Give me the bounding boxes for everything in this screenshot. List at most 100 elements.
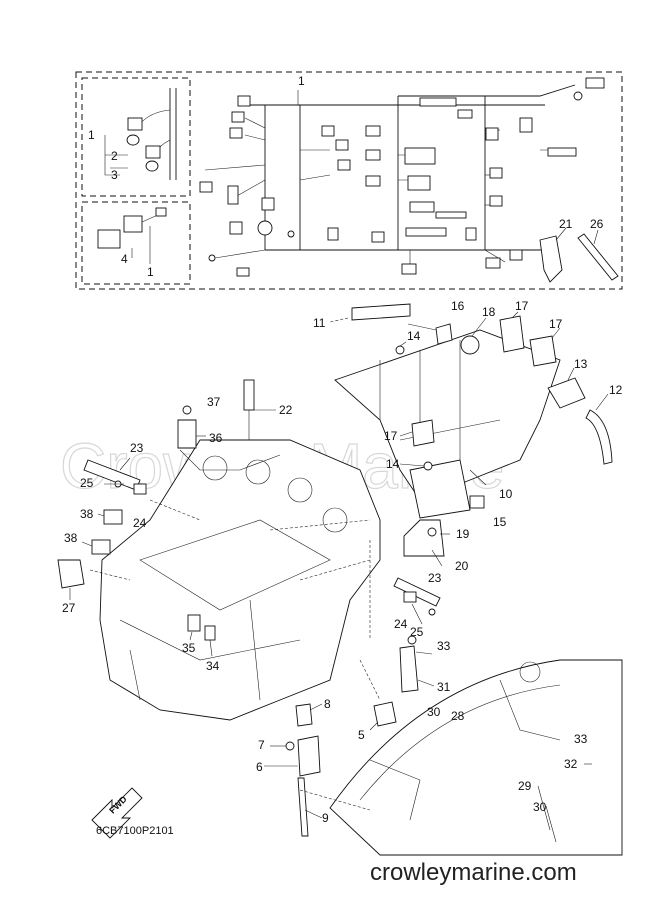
callout-34: 34 bbox=[206, 659, 220, 673]
multi-pin-connector bbox=[409, 201, 435, 213]
connector-4a bbox=[97, 229, 121, 249]
bracket-6 bbox=[297, 735, 321, 777]
arrow-shape bbox=[91, 787, 143, 839]
callout-37: 37 bbox=[207, 395, 221, 409]
bolt-33a bbox=[407, 635, 417, 645]
block-detail-3 bbox=[129, 649, 141, 701]
leader bbox=[555, 227, 567, 241]
callout-14: 14 bbox=[386, 457, 400, 471]
callout-30: 30 bbox=[533, 800, 547, 814]
connector bbox=[365, 125, 381, 137]
multi-pin-connector bbox=[405, 227, 447, 237]
leader bbox=[359, 659, 381, 701]
cowling-port bbox=[519, 661, 541, 683]
leader bbox=[567, 367, 575, 381]
bottom-cowling bbox=[329, 659, 623, 856]
clip-16 bbox=[435, 323, 453, 345]
cylinder-port bbox=[287, 477, 313, 503]
sensor-23b bbox=[393, 577, 441, 607]
bolt-14a bbox=[395, 345, 405, 355]
terminal bbox=[287, 230, 295, 238]
connector bbox=[585, 77, 605, 89]
connector bbox=[237, 95, 251, 107]
callout-17: 17 bbox=[384, 429, 398, 443]
callout-11: 11 bbox=[313, 316, 326, 330]
harness-inset bbox=[75, 71, 623, 290]
harness-clip-21 bbox=[539, 235, 563, 283]
callout-5: 5 bbox=[358, 728, 365, 742]
callout-8: 8 bbox=[324, 697, 331, 711]
callout-23: 23 bbox=[130, 441, 144, 455]
callout-21: 21 bbox=[559, 217, 573, 231]
leader bbox=[299, 789, 371, 811]
callout-28: 28 bbox=[451, 709, 465, 723]
connector bbox=[236, 267, 250, 277]
terminal bbox=[208, 254, 216, 262]
leader bbox=[81, 541, 93, 547]
sensor-body-2 bbox=[145, 160, 159, 172]
bracket-assembly bbox=[334, 329, 561, 557]
connector bbox=[229, 127, 243, 139]
callout-26: 26 bbox=[590, 217, 604, 231]
callout-38: 38 bbox=[80, 507, 94, 521]
leader bbox=[269, 519, 371, 531]
sensor-34 bbox=[204, 625, 216, 641]
multi-pin-connector bbox=[404, 147, 436, 165]
clamp-17a bbox=[499, 315, 525, 353]
clip-24b bbox=[403, 591, 417, 603]
leader bbox=[593, 229, 599, 245]
branch-7 bbox=[299, 174, 331, 181]
diagram-code: 6CB7100P2101 bbox=[96, 825, 174, 837]
callout-14: 14 bbox=[407, 329, 421, 343]
callout-24: 24 bbox=[133, 516, 147, 530]
tube-11 bbox=[351, 303, 411, 321]
sub-harness-connector bbox=[97, 207, 167, 249]
callout-24: 24 bbox=[394, 617, 408, 631]
callout-1: 1 bbox=[147, 265, 154, 279]
inset-subframe-top bbox=[81, 77, 191, 197]
block-detail-4 bbox=[249, 599, 261, 701]
bracket-38a bbox=[103, 509, 123, 525]
callout-2: 2 bbox=[111, 149, 118, 163]
connector bbox=[401, 263, 417, 275]
tie-strap bbox=[577, 233, 619, 281]
callout-16: 16 bbox=[451, 299, 465, 313]
connector bbox=[365, 149, 381, 161]
connector bbox=[465, 227, 477, 241]
leader bbox=[189, 631, 193, 641]
connector bbox=[261, 197, 275, 211]
callout-27: 27 bbox=[62, 601, 76, 615]
leader-lines bbox=[69, 311, 609, 843]
sensor-body bbox=[126, 134, 140, 146]
callout-10: 10 bbox=[499, 487, 513, 501]
callout-25: 25 bbox=[80, 476, 94, 490]
bracket-36 bbox=[177, 419, 197, 449]
connector bbox=[457, 109, 473, 119]
callout-31: 31 bbox=[437, 680, 451, 694]
leader bbox=[415, 651, 433, 655]
callout-9: 9 bbox=[322, 811, 329, 825]
callout-22: 22 bbox=[279, 403, 293, 417]
bolt-37 bbox=[182, 405, 192, 415]
connector bbox=[485, 257, 501, 269]
leader bbox=[551, 327, 561, 339]
branch-3 bbox=[204, 164, 266, 171]
leader bbox=[595, 393, 609, 411]
harness-connectors bbox=[199, 77, 605, 277]
callout-30: 30 bbox=[427, 705, 441, 719]
harness-branch-top bbox=[398, 84, 576, 97]
cylinder-port bbox=[245, 459, 271, 485]
callout-23: 23 bbox=[428, 571, 442, 585]
connector bbox=[327, 227, 339, 241]
cylinder-port bbox=[322, 507, 348, 533]
callout-12: 12 bbox=[609, 383, 623, 397]
connector bbox=[335, 139, 349, 151]
callout-3: 3 bbox=[111, 168, 118, 182]
clip-8 bbox=[295, 703, 313, 727]
connector bbox=[337, 159, 351, 171]
lead-wire bbox=[139, 109, 171, 125]
callout-32: 32 bbox=[564, 757, 578, 771]
leader bbox=[537, 785, 551, 831]
callout-4: 4 bbox=[121, 252, 128, 266]
callout-35: 35 bbox=[182, 641, 196, 655]
